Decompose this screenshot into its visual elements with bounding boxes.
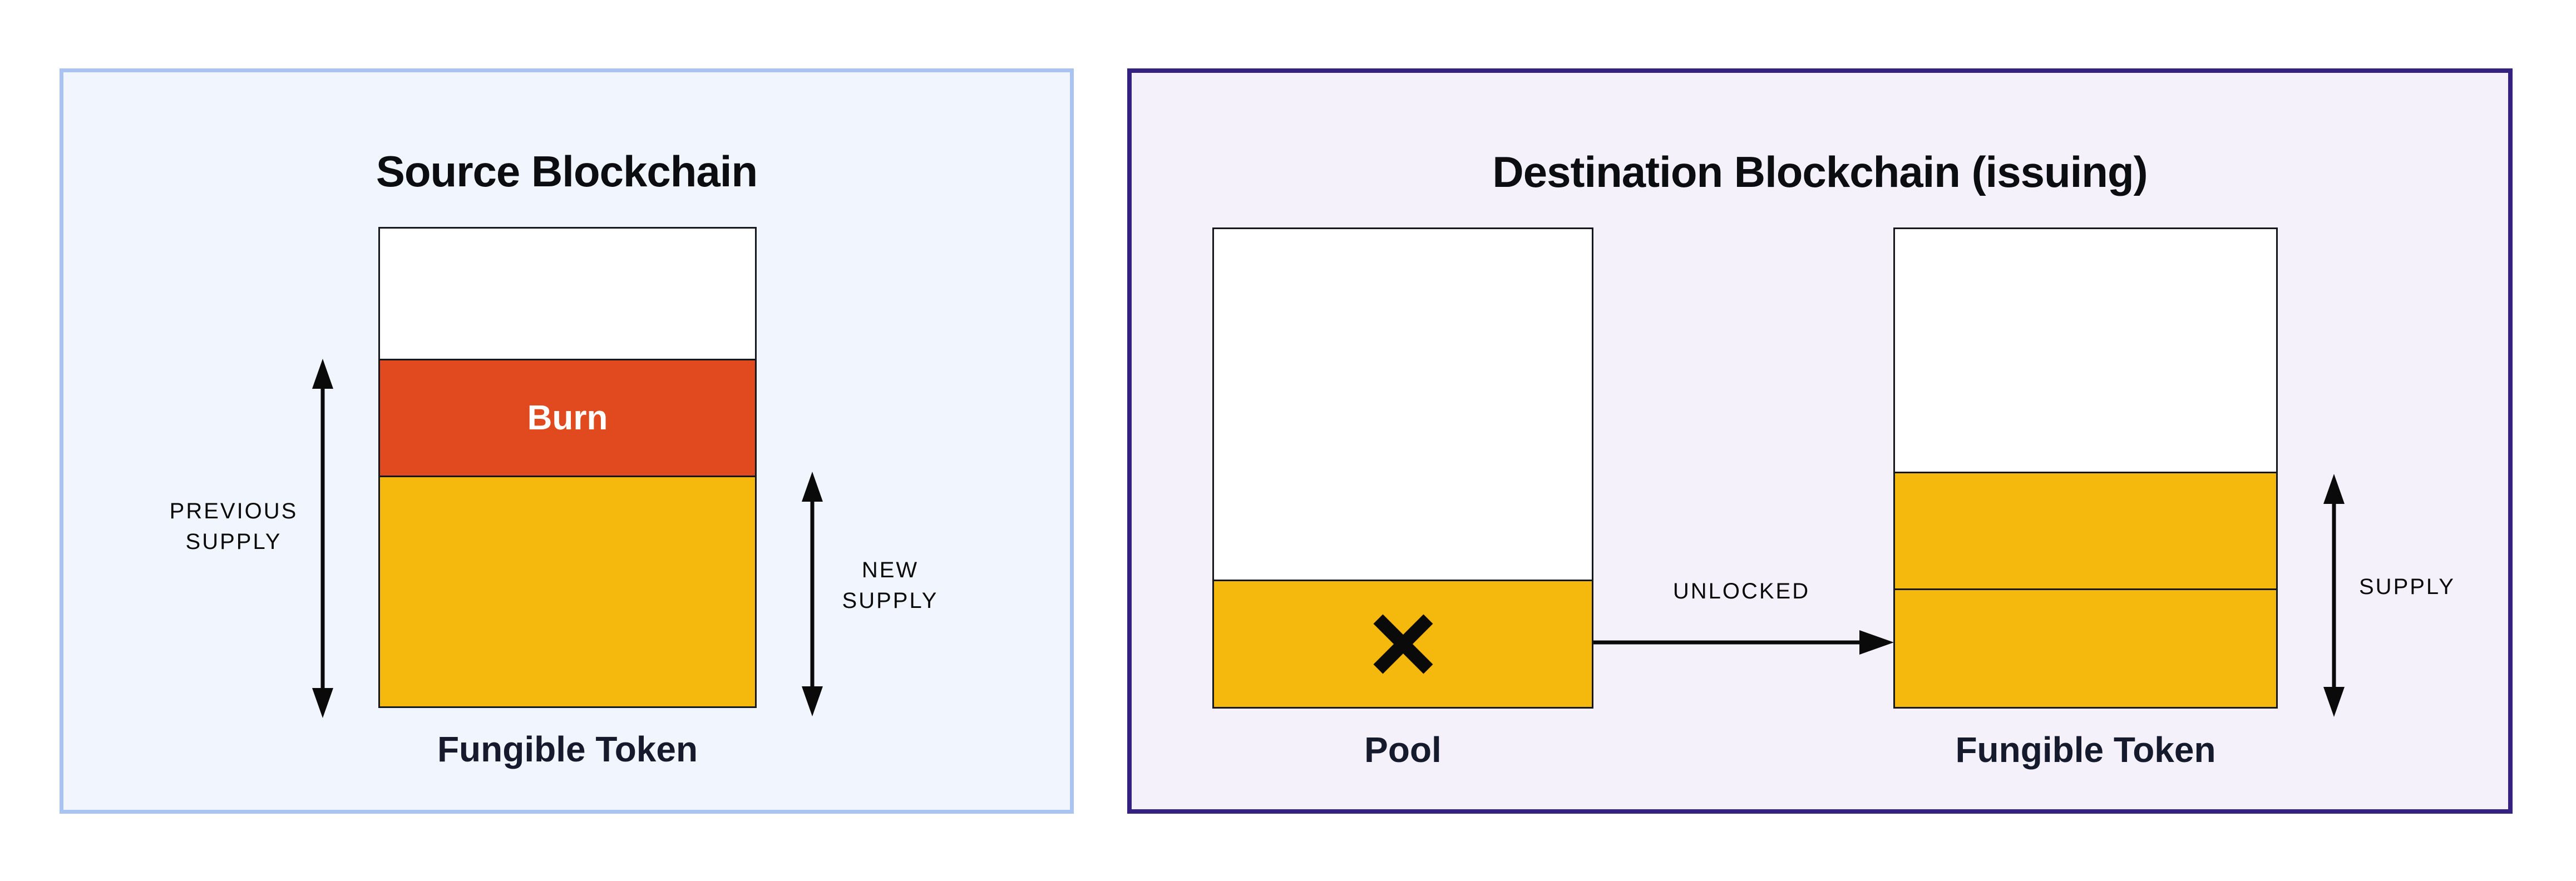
supply-label: SUPPLY (2359, 575, 2455, 599)
destination-bar-issued-segment (1895, 472, 2276, 588)
previous-supply-label: PREVIOUS SUPPLY (122, 496, 345, 557)
unlocked-arrow-icon (1593, 630, 1894, 655)
new-supply-label-line1: NEW (861, 558, 919, 582)
previous-supply-arrow-icon (312, 359, 333, 718)
source-bar-supply-segment (380, 477, 755, 706)
destination-token-bar (1893, 227, 2278, 709)
previous-supply-label-line2: SUPPLY (185, 529, 282, 555)
destination-bar-unlocked-segment (1895, 588, 2276, 707)
burned-cross-icon (1373, 614, 1433, 674)
pool-bar-empty-segment (1214, 229, 1592, 580)
previous-supply-label-line1: PREVIOUS (169, 499, 298, 523)
destination-panel-title: Destination Blockchain (issuing) (1492, 147, 2148, 196)
source-bar-empty-segment (380, 229, 755, 359)
burn-label: Burn (527, 399, 608, 437)
destination-bar-empty-segment (1895, 229, 2276, 472)
new-supply-arrow-icon (802, 472, 823, 716)
destination-blockchain-panel: Destination Blockchain (issuing) Pool UN… (1127, 68, 2513, 814)
source-panel-title: Source Blockchain (376, 146, 758, 196)
unlocked-label: UNLOCKED (1672, 579, 1810, 603)
pool-bar-locked-segment (1214, 580, 1592, 707)
source-token-bar: Burn (378, 227, 757, 708)
new-supply-label: NEW SUPPLY (818, 555, 963, 616)
new-supply-label-line2: SUPPLY (842, 588, 939, 613)
source-blockchain-panel: Source Blockchain Burn PREVIOUS SUPPLY N… (60, 68, 1074, 814)
destination-bar-caption: Fungible Token (1955, 730, 2216, 770)
pool-bar (1212, 227, 1593, 709)
source-bar-caption: Fungible Token (437, 729, 698, 769)
pool-bar-caption: Pool (1364, 730, 1442, 770)
source-bar-burn-segment: Burn (380, 359, 755, 477)
supply-arrow-icon (2323, 474, 2345, 717)
